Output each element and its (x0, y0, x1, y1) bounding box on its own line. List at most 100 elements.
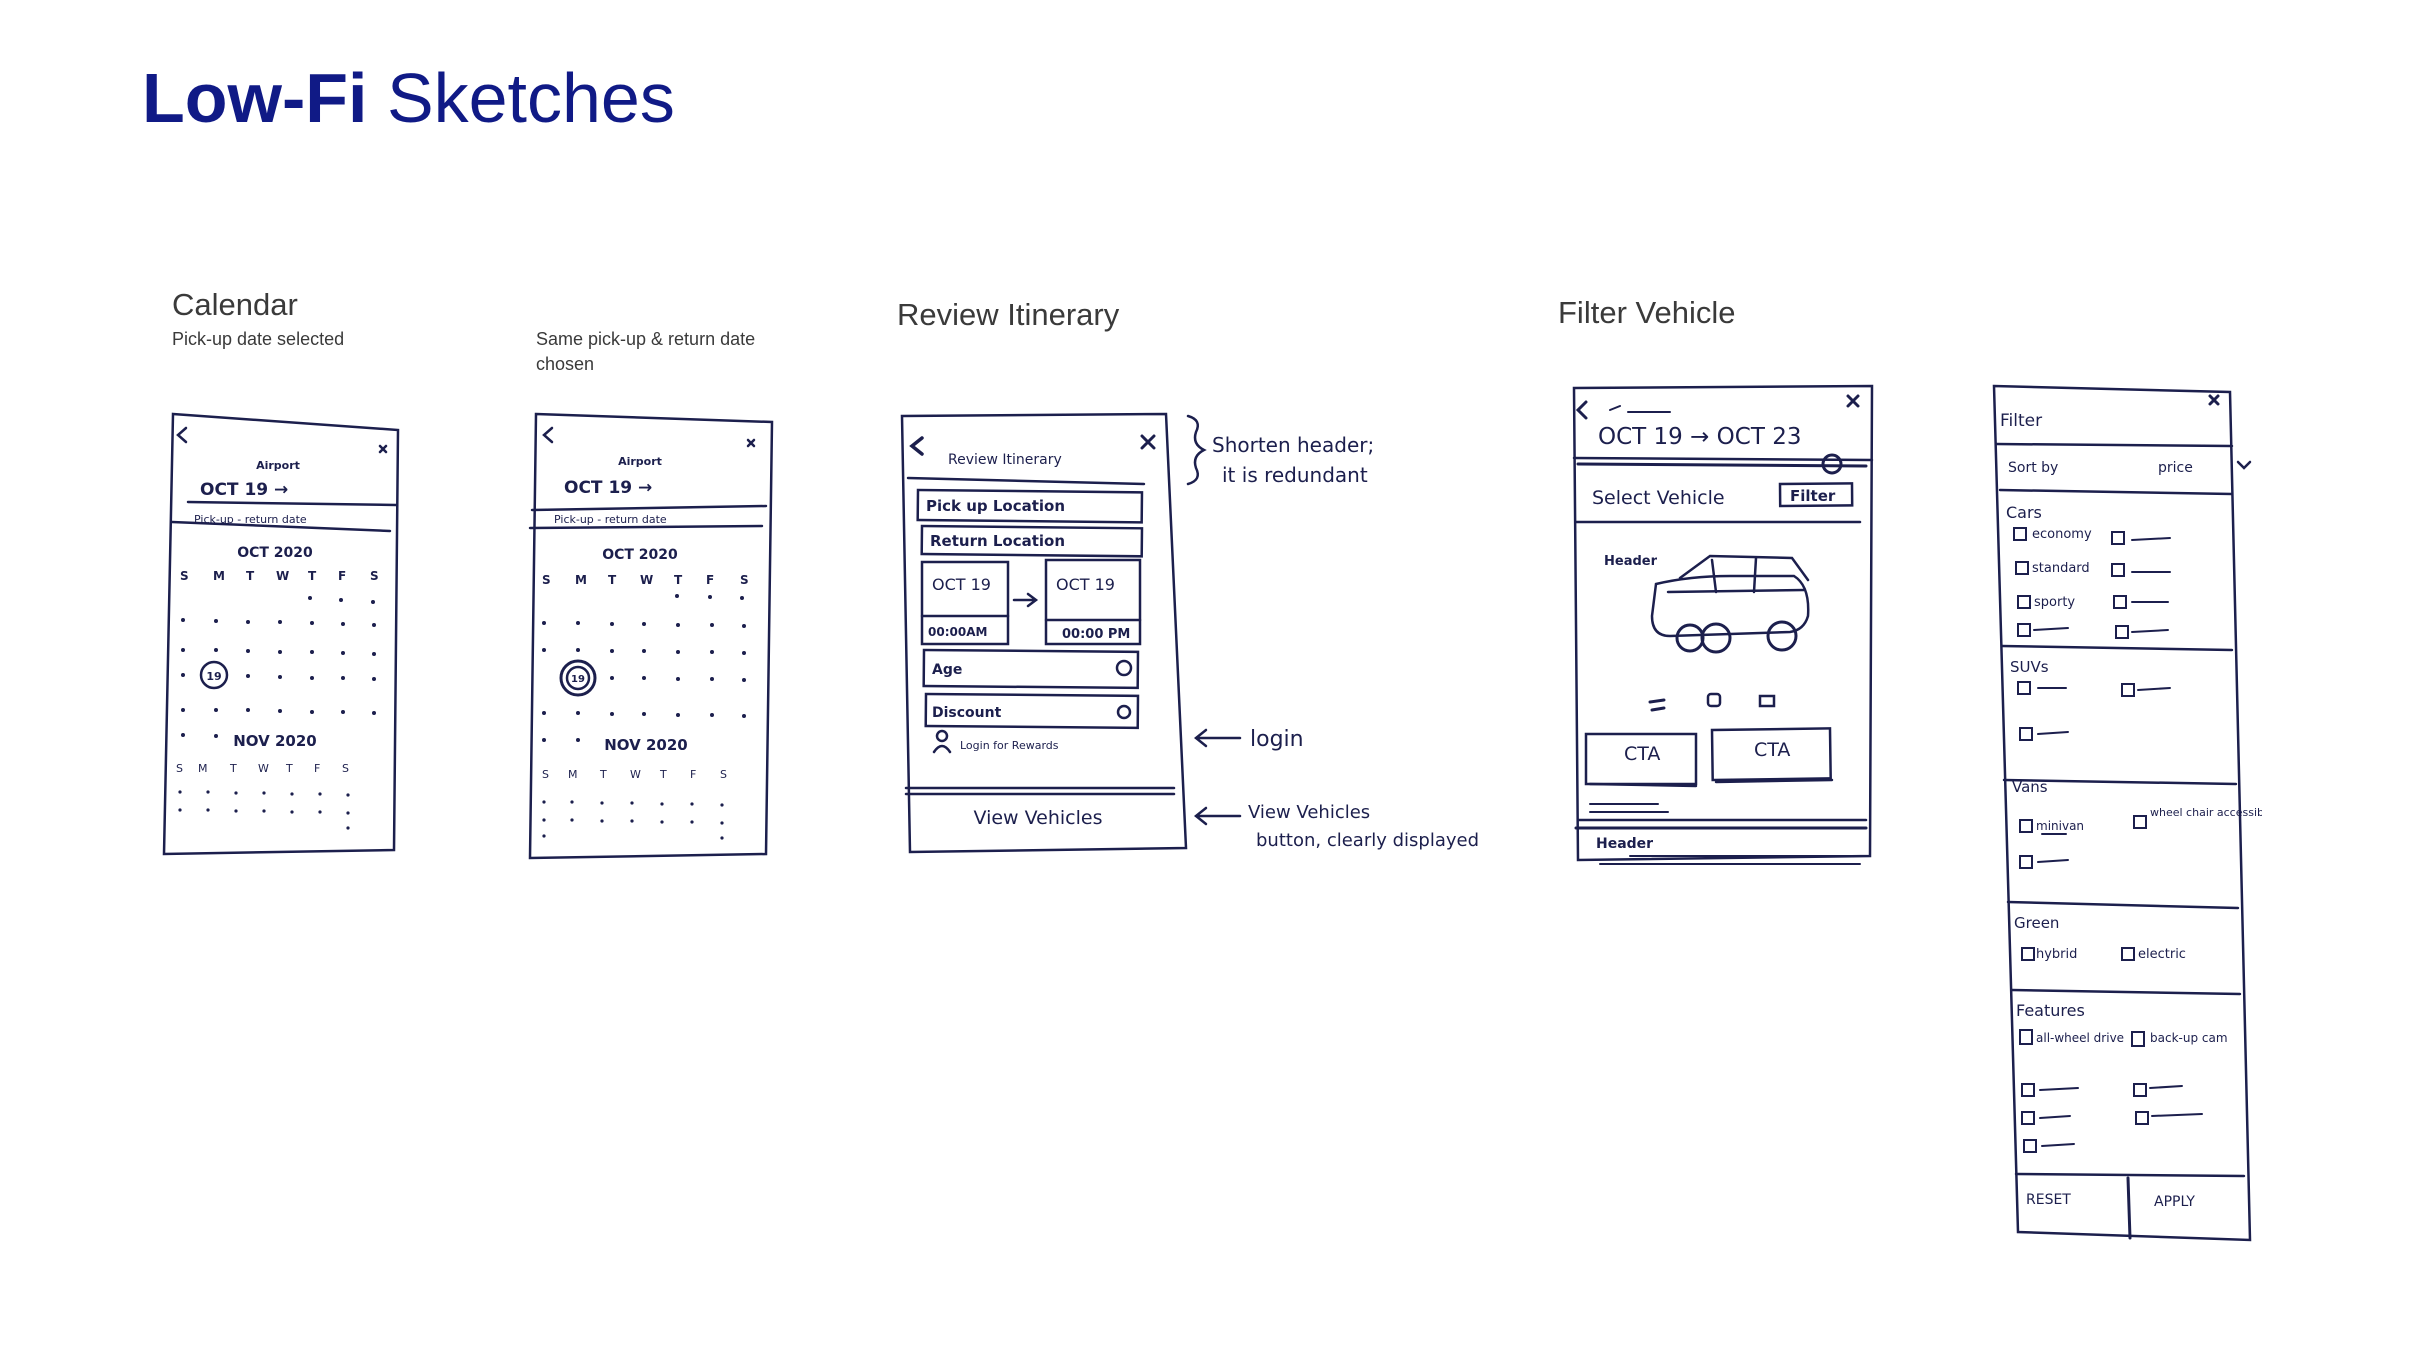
filter-features-heading: Features (2016, 1001, 2085, 1020)
cal2-day-dots (542, 594, 746, 742)
filter-sort-label: Sort by (2008, 460, 2058, 476)
page-title: Low-Fi Sketches (142, 56, 675, 140)
cal2-weekday-nov: S (720, 768, 727, 781)
cal2-weekday: W (640, 573, 653, 587)
cal2-month-1: OCT 2020 (602, 547, 678, 563)
cal2-weekday-nov: W (630, 768, 641, 781)
cal2-weekday: M (575, 573, 587, 587)
filter-car-option: sporty (2034, 595, 2075, 610)
section-subtitle-pickup: Pick-up date selected (172, 329, 345, 349)
cal1-nov-dots (178, 790, 350, 830)
filter-vans-heading: Vans (2012, 778, 2048, 796)
review-time-to: 00:00 PM (1062, 627, 1130, 642)
review-discount-field: Discount (932, 705, 1002, 721)
page-title-bold: Low-Fi (142, 59, 368, 137)
filter-car-option: standard (2032, 561, 2090, 576)
cal1-weekday: T (308, 569, 317, 583)
vehicle-footer-heading: Header (1596, 836, 1653, 852)
cal2-weekday-nov: M (568, 768, 578, 781)
section-title-calendar: Calendar (172, 287, 298, 322)
cal1-date: OCT 19 → (200, 480, 288, 500)
cal2-weekday: F (706, 573, 714, 587)
cal1-weekday: T (246, 569, 255, 583)
cal2-selected-day-inner-ring (565, 665, 591, 691)
section-title-review: Review Itinerary (897, 297, 1120, 332)
review-itinerary-sketch: Review Itinerary Pick up Location Return… (900, 412, 1188, 854)
review-login-link: Login for Rewards (960, 739, 1059, 752)
review-date-to: OCT 19 (1056, 575, 1115, 594)
filter-green-option: electric (2138, 947, 2186, 962)
cal1-selected-day: 19 (206, 670, 221, 683)
cal1-day-dots (181, 596, 376, 738)
cal2-weekday: T (674, 573, 683, 587)
review-annotations: Shorten header; it is redundant login Vi… (1186, 414, 1479, 851)
filter-cars-heading: Cars (2006, 503, 2042, 522)
annotation-header-2: it is redundant (1222, 463, 1368, 487)
filter-green-heading: Green (2014, 914, 2059, 932)
calendar-sketch-1: Airport OCT 19 → Pick-up - return date O… (162, 412, 400, 856)
cal2-selected-day-outer-ring (559, 659, 597, 697)
cal1-weekday-nov: T (285, 762, 293, 775)
cal1-weekday-nov: T (229, 762, 237, 775)
cal1-weekday-nov: S (342, 762, 349, 775)
calendar-sketch-2: Airport OCT 19 → Pick-up - return date O… (528, 412, 774, 860)
cal2-weekday-nov: T (659, 768, 667, 781)
filter-green-option: hybrid (2036, 947, 2077, 962)
filter-suvs-heading: SUVs (2010, 658, 2049, 676)
select-vehicle-sketch: OCT 19 → OCT 23 Select Vehicle Filter He… (1572, 384, 1874, 865)
login-arrow (1193, 728, 1242, 748)
review-time-from: 00:00AM (928, 625, 987, 639)
cal2-weekday: S (740, 573, 749, 587)
filter-van-option: minivan (2036, 819, 2084, 833)
cal1-weekday-nov: W (258, 762, 269, 775)
filter-feature-option: all-wheel drive (2036, 1031, 2124, 1045)
filter-reset-button: RESET (2026, 1192, 2071, 1208)
vehicle-dates: OCT 19 → OCT 23 (1598, 424, 1801, 450)
cal2-weekday-nov: S (542, 768, 549, 781)
cal1-selected-day-ring (199, 660, 229, 690)
filter-sort-value: price (2158, 460, 2193, 476)
annotation-button-2: button, clearly displayed (1256, 830, 1479, 851)
annotation-button-1: View Vehicles (1248, 802, 1370, 823)
annotation-login: login (1250, 727, 1304, 752)
brace-mark (1186, 414, 1207, 486)
filter-sketch: Filter Sort by price Cars economy standa… (1992, 384, 2262, 1242)
cal1-weekday: S (180, 569, 189, 583)
vehicle-heading: Header (1604, 554, 1658, 569)
cal1-weekday-nov: F (314, 762, 320, 775)
cal2-subhead: Pick-up - return date (554, 513, 667, 526)
cal1-weekday: W (276, 569, 289, 583)
cal2-location: Airport (618, 455, 662, 468)
filter-van-option: wheel chair accessible (2150, 806, 2262, 819)
cal2-month-2: NOV 2020 (604, 736, 687, 754)
cal2-selected-day: 19 (571, 674, 585, 685)
filter-apply-button: APPLY (2154, 1194, 2195, 1210)
review-pickup-location: Pick up Location (926, 497, 1065, 515)
vehicle-cta-2: CTA (1754, 739, 1790, 761)
filter-feature-option: back-up cam (2150, 1031, 2228, 1045)
cal2-nov-dots (542, 800, 724, 840)
cal1-weekday-nov: M (198, 762, 208, 775)
vehicle-title: Select Vehicle (1592, 487, 1725, 509)
filter-car-option: economy (2032, 527, 2092, 542)
review-date-from: OCT 19 (932, 575, 991, 594)
cal2-weekday-nov: T (599, 768, 607, 781)
cal2-weekday: T (608, 573, 617, 587)
annotation-header-1: Shorten header; (1212, 433, 1374, 457)
filter-title: Filter (2000, 411, 2042, 431)
cal1-month-1: OCT 2020 (237, 545, 313, 561)
section-subtitle-same-date: Same pick-up & return date chosen (536, 329, 756, 374)
vehicle-filter-button: Filter (1790, 487, 1836, 505)
review-return-location: Return Location (930, 532, 1065, 550)
section-title-filter: Filter Vehicle (1558, 295, 1736, 330)
cal1-weekday: M (213, 569, 225, 583)
review-age-field: Age (932, 662, 962, 678)
cal1-month-2: NOV 2020 (233, 732, 316, 750)
cal2-weekday-nov: F (690, 768, 696, 781)
cal2-weekday: S (542, 573, 551, 587)
page-title-rest: Sketches (386, 59, 675, 137)
cal1-weekday: F (338, 569, 346, 583)
vehicle-cta-1: CTA (1624, 743, 1660, 765)
button-arrow (1193, 806, 1242, 826)
cal2-date: OCT 19 → (564, 478, 652, 498)
